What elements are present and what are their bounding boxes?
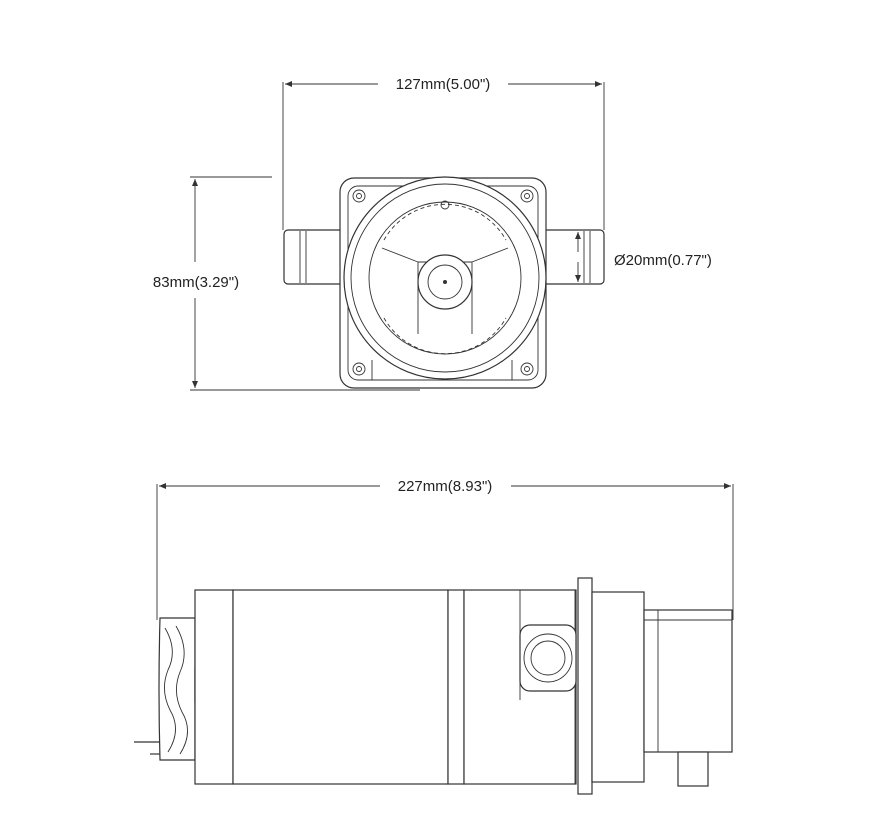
side-view: 227mm(8.93") bbox=[134, 478, 734, 795]
side-outlet-port bbox=[519, 624, 577, 692]
dimension-height-top: 83mm(3.29") bbox=[153, 176, 420, 391]
front-flange bbox=[577, 577, 733, 795]
port-diameter-label: Ø20mm(0.77") bbox=[614, 252, 712, 269]
motor-housing bbox=[194, 589, 577, 785]
dimension-width-top: 127mm(5.00") bbox=[282, 76, 605, 230]
front-view: 127mm(5.00") 83mm(3.29") Ø20mm(0.77") bbox=[153, 76, 712, 391]
dimension-length-side: 227mm(8.93") bbox=[156, 478, 734, 620]
width-top-label: 127mm(5.00") bbox=[396, 76, 491, 93]
dimension-port-diameter: Ø20mm(0.77") bbox=[575, 232, 712, 282]
height-top-label: 83mm(3.29") bbox=[153, 274, 239, 291]
length-side-label: 227mm(8.93") bbox=[398, 478, 493, 495]
right-hose-port bbox=[539, 229, 605, 285]
pump-head bbox=[343, 176, 547, 380]
left-hose-port bbox=[283, 229, 347, 285]
